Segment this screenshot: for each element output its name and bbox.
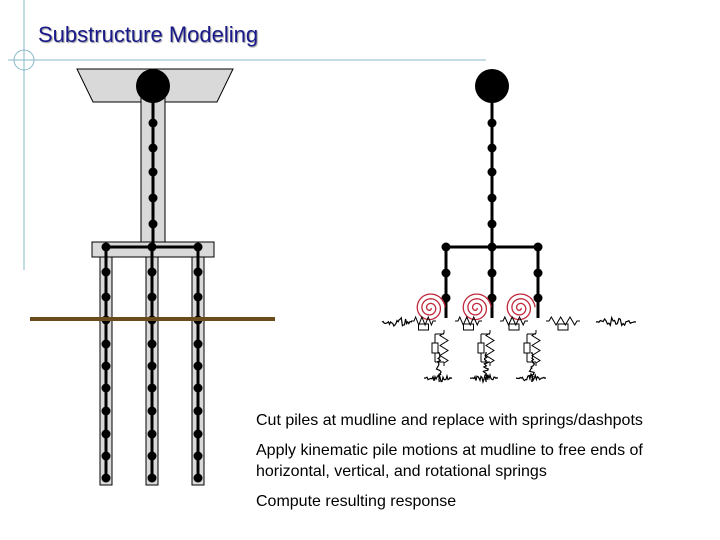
model-node bbox=[193, 406, 203, 416]
model-node bbox=[101, 406, 111, 416]
model-node bbox=[101, 339, 111, 349]
left-nodes bbox=[101, 118, 203, 483]
vertical-spring-icon bbox=[523, 330, 541, 366]
model-node bbox=[487, 143, 497, 153]
model-node bbox=[101, 361, 111, 371]
model-node bbox=[487, 167, 497, 177]
model-node bbox=[487, 242, 497, 252]
model-node bbox=[193, 267, 203, 277]
model-node bbox=[147, 429, 157, 439]
model-node bbox=[147, 473, 157, 483]
motion-record-trace bbox=[469, 372, 499, 385]
model-node bbox=[193, 361, 203, 371]
kinematic-motion-records bbox=[381, 315, 637, 385]
rotational-spring-icon bbox=[462, 293, 492, 321]
model-node bbox=[147, 292, 157, 302]
rotational-spring-icon bbox=[506, 293, 536, 321]
motion-record-trace bbox=[528, 351, 536, 383]
model-node bbox=[148, 118, 158, 128]
model-node bbox=[147, 361, 157, 371]
slide-title: Substructure Modeling bbox=[38, 22, 259, 47]
bullet-item: Apply kinematic pile motions at mudline … bbox=[256, 442, 643, 480]
model-node bbox=[147, 267, 157, 277]
model-node bbox=[441, 293, 451, 303]
left-deck-mass bbox=[136, 69, 170, 103]
model-node bbox=[487, 268, 497, 278]
bullet-item: Cut piles at mudline and replace with sp… bbox=[256, 412, 643, 429]
bullet-item: Compute resulting response bbox=[256, 493, 457, 510]
model-node bbox=[147, 383, 157, 393]
model-node bbox=[148, 193, 158, 203]
model-node bbox=[101, 473, 111, 483]
soil-springs bbox=[411, 293, 580, 366]
model-node bbox=[193, 242, 203, 252]
model-node bbox=[101, 429, 111, 439]
model-node bbox=[101, 292, 111, 302]
motion-record-trace bbox=[482, 351, 490, 383]
horizontal-spring-icon bbox=[411, 315, 436, 331]
model-node bbox=[193, 451, 203, 461]
model-node bbox=[147, 451, 157, 461]
model-node bbox=[193, 429, 203, 439]
model-node bbox=[193, 383, 203, 393]
horizontal-spring-icon bbox=[500, 315, 528, 331]
rotational-spring-icon bbox=[416, 293, 446, 321]
motion-record-trace bbox=[515, 372, 547, 383]
model-node bbox=[101, 451, 111, 461]
model-node bbox=[441, 268, 451, 278]
horizontal-spring-icon bbox=[546, 316, 580, 331]
model-node bbox=[147, 339, 157, 349]
horizontal-spring-icon bbox=[455, 315, 482, 331]
model-node bbox=[533, 293, 543, 303]
model-node bbox=[487, 293, 497, 303]
bullet-list: Cut piles at mudline and replace with sp… bbox=[256, 410, 706, 521]
right-nodes bbox=[441, 118, 543, 303]
model-node bbox=[487, 193, 497, 203]
model-node bbox=[101, 242, 111, 252]
motion-record-trace bbox=[381, 316, 413, 328]
right-deck-mass bbox=[475, 69, 509, 103]
model-node bbox=[193, 292, 203, 302]
vertical-spring-icon bbox=[431, 330, 449, 366]
model-node bbox=[487, 118, 497, 128]
model-node bbox=[193, 473, 203, 483]
model-node bbox=[147, 406, 157, 416]
model-node bbox=[147, 242, 157, 252]
model-node bbox=[148, 143, 158, 153]
model-node bbox=[441, 242, 451, 252]
motion-record-trace bbox=[595, 315, 637, 328]
model-node bbox=[101, 267, 111, 277]
model-node bbox=[533, 242, 543, 252]
model-node bbox=[533, 268, 543, 278]
model-node bbox=[101, 383, 111, 393]
slide-accent-lines bbox=[8, 0, 486, 270]
model-node bbox=[148, 167, 158, 177]
motion-record-trace bbox=[435, 351, 442, 383]
model-node bbox=[487, 219, 497, 229]
model-node bbox=[148, 219, 158, 229]
model-node bbox=[193, 339, 203, 349]
